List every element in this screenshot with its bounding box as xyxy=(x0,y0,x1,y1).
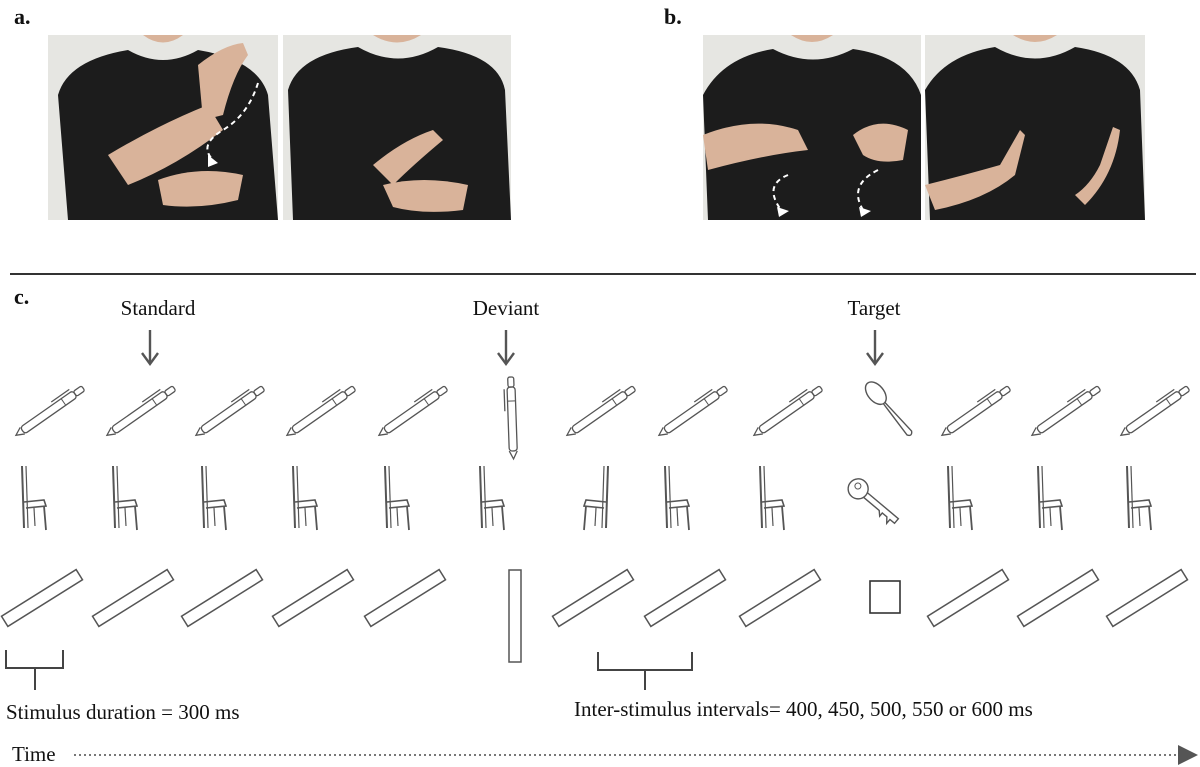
stimulus-bar-3-13 xyxy=(1107,570,1188,627)
stimulus-chair-2-9 xyxy=(760,466,784,530)
target-arrow xyxy=(867,330,883,364)
stimulus-chair-2-13 xyxy=(1127,466,1151,530)
stimulus-pen-1-9 xyxy=(750,382,823,438)
standard-arrow xyxy=(142,330,158,364)
stimulus-bar-3-8 xyxy=(645,570,726,627)
stimulus-key-2-10 xyxy=(844,475,903,529)
duration-caption: Stimulus duration = 300 ms xyxy=(6,700,240,725)
stimulus-pen-1-1 xyxy=(12,382,85,438)
stimulus-pen-1-3 xyxy=(192,382,265,438)
stimulus-pen-1-4 xyxy=(283,382,356,438)
stimulus-pen-upright-1-6 xyxy=(504,377,518,459)
stimulus-pen-1-13 xyxy=(1117,382,1190,438)
stimulus-chair-2-4 xyxy=(293,466,317,530)
stimulus-chair-2-6 xyxy=(480,466,504,530)
stimulus-pen-1-12 xyxy=(1028,382,1101,438)
stimulus-chair-2-2 xyxy=(113,466,137,530)
stimulus-chair-2-1 xyxy=(22,466,46,530)
duration-bracket xyxy=(6,650,63,690)
stimulus-pen-1-7 xyxy=(563,382,636,438)
stimulus-bar-3-1 xyxy=(2,570,83,627)
stimulus-bar-3-2 xyxy=(93,570,174,627)
time-label: Time xyxy=(12,742,56,767)
stimulus-bar-3-5 xyxy=(365,570,446,627)
isi-bracket xyxy=(598,652,692,690)
stimulus-pen-1-11 xyxy=(938,382,1011,438)
stimulus-pen-1-5 xyxy=(375,382,448,438)
stimulus-bar-vertical-3-6 xyxy=(509,570,521,662)
stimulus-square-3-10 xyxy=(870,581,900,613)
isi-caption: Inter-stimulus intervals= 400, 450, 500,… xyxy=(574,697,1033,722)
stimulus-chair-2-8 xyxy=(665,466,689,530)
stimulus-bar-3-7 xyxy=(553,570,634,627)
deviant-arrow xyxy=(498,330,514,364)
stimulus-bar-3-12 xyxy=(1018,570,1099,627)
stimulus-chair-rotated-2-7 xyxy=(584,466,608,530)
stimulus-pen-1-2 xyxy=(103,382,176,438)
stimulus-chair-2-11 xyxy=(948,466,972,530)
stimulus-chair-2-12 xyxy=(1038,466,1062,530)
stimulus-chair-2-3 xyxy=(202,466,226,530)
stimulus-chair-2-5 xyxy=(385,466,409,530)
stimulus-spoon-1-10 xyxy=(861,378,917,440)
stimulus-bar-3-9 xyxy=(740,570,821,627)
stimulus-bar-3-4 xyxy=(273,570,354,627)
stimulus-bar-3-3 xyxy=(182,570,263,627)
stimulus-pen-1-8 xyxy=(655,382,728,438)
stimulus-bar-3-11 xyxy=(928,570,1009,627)
